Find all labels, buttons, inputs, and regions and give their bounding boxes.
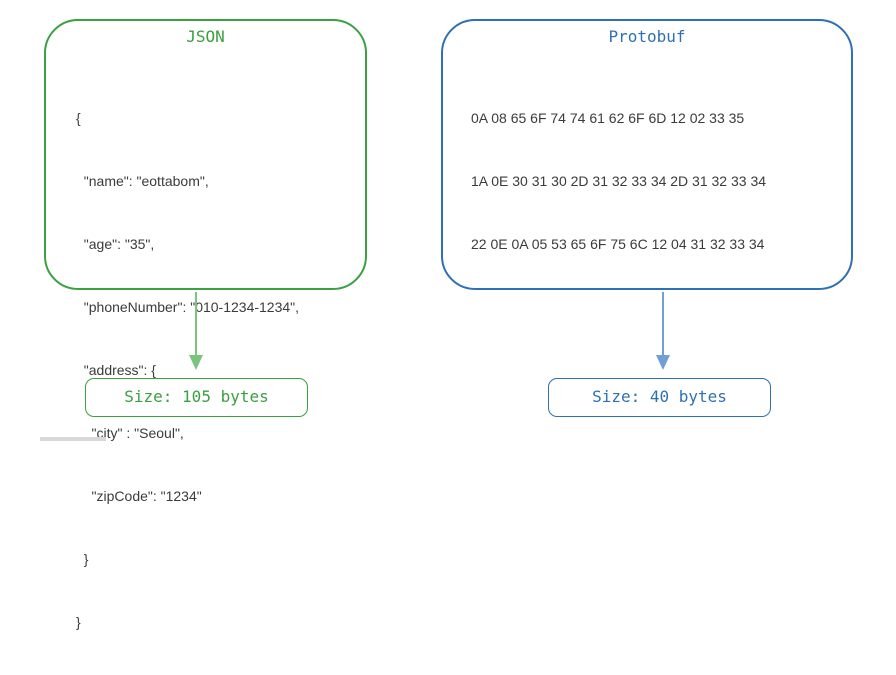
json-code-line: "name": "eottabom", — [76, 173, 209, 189]
json-code-line: "age": "35", — [76, 236, 155, 252]
protobuf-hex-line: 1A 0E 30 31 30 2D 31 32 33 34 2D 31 32 3… — [471, 173, 767, 189]
json-panel-title: JSON — [186, 27, 225, 46]
protobuf-panel-title: Protobuf — [608, 27, 686, 46]
connector-arrows — [189, 292, 670, 370]
json-arrow-head — [189, 355, 203, 370]
json-code-line: "zipCode": "1234" — [76, 488, 202, 504]
json-code-line: "address": { — [76, 362, 156, 378]
json-code-line: "phoneNumber": "010-1234-1234", — [76, 299, 300, 315]
protobuf-arrow-head — [656, 355, 670, 370]
protobuf-size-box: Size: 40 bytes — [548, 378, 771, 417]
json-code-line: } — [76, 551, 89, 567]
json-size-box: Size: 105 bytes — [85, 378, 308, 417]
protobuf-panel: Protobuf 0A 08 65 6F 74 74 61 62 6F 6D 1… — [441, 19, 853, 290]
json-code-line: } — [76, 614, 81, 630]
caption-strip — [40, 437, 106, 441]
protobuf-hex-block: 0A 08 65 6F 74 74 61 62 6F 6D 12 02 33 3… — [471, 66, 766, 297]
protobuf-hex-line: 22 0E 0A 05 53 65 6F 75 6C 12 04 31 32 3… — [471, 236, 765, 252]
json-code-line: { — [76, 110, 81, 126]
protobuf-hex-line: 0A 08 65 6F 74 74 61 62 6F 6D 12 02 33 3… — [471, 110, 745, 126]
